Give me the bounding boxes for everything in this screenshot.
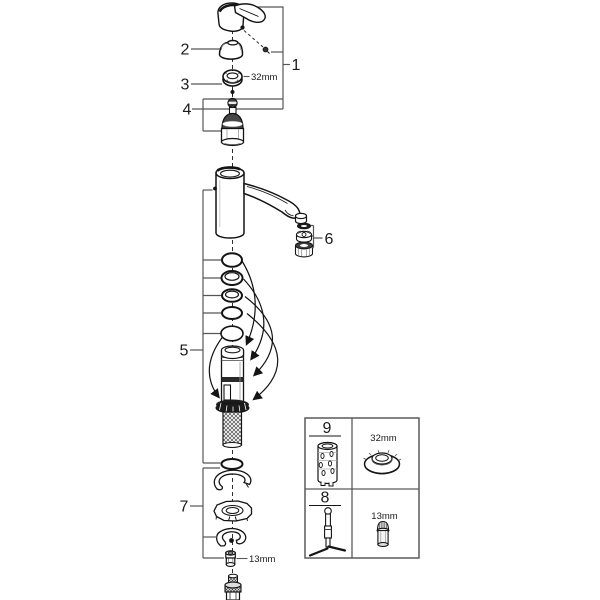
- body-set-screw-dot: [213, 186, 217, 191]
- callout-bracket-7: [190, 467, 224, 559]
- inset-ring-32mm: [363, 449, 402, 475]
- inset-dim-13mm-label: 13mm: [371, 511, 397, 522]
- inset-socket-13mm: [376, 520, 390, 548]
- aerator: [294, 241, 314, 258]
- dim-32mm-label: 32mm: [251, 72, 277, 83]
- callout-2-label: 2: [181, 42, 190, 59]
- curved-washer: [213, 469, 252, 491]
- assembly-arrows: [208, 260, 279, 401]
- dimension-labels: 32mm 13mm: [236, 72, 277, 565]
- callout-bracket-6: [310, 224, 323, 249]
- callout-6-label: 6: [325, 231, 334, 248]
- mounting-ring-32mm: [222, 69, 243, 87]
- callout-labels: 1 2 3 4 5 6 7: [180, 42, 334, 516]
- mounting-nut-13mm: [225, 550, 236, 567]
- callout-bracket-5: [190, 189, 222, 464]
- handle-cap: [218, 39, 244, 60]
- faucet-body-spout: [215, 166, 308, 239]
- callout-bracket-4: [202, 99, 221, 132]
- c-clip: [215, 527, 247, 547]
- callout-bracket-1: [192, 6, 290, 110]
- dim-13mm-label: 13mm: [249, 554, 275, 565]
- inset-dim-32mm-label: 32mm: [370, 433, 396, 444]
- cartridge-screw: [230, 88, 235, 96]
- callout-1-label: 1: [292, 57, 301, 74]
- pin-tool: [308, 507, 347, 557]
- callout-3-label: 3: [181, 77, 190, 94]
- callout-9-label: 9: [323, 420, 332, 437]
- bottom-connector: [224, 573, 242, 600]
- callout-8-label: 8: [321, 490, 330, 507]
- callout-7-label: 7: [180, 499, 189, 516]
- base-o-ring: [220, 458, 244, 470]
- callout-4-label: 4: [183, 102, 192, 119]
- socket-tool: [317, 441, 338, 487]
- flow-restrictor: [295, 230, 313, 243]
- handle-screw: [243, 30, 270, 54]
- aerator-gasket: [297, 222, 311, 230]
- cartridge: [220, 105, 245, 147]
- o-ring-stack: [220, 252, 244, 342]
- supply-hose: [222, 411, 243, 449]
- lever-handle: [217, 2, 266, 32]
- callout-5-label: 5: [180, 343, 189, 360]
- valve-shank: [215, 345, 250, 414]
- mounting-base: [213, 500, 253, 522]
- inset-tools-panel: 9 32mm 8: [304, 417, 420, 559]
